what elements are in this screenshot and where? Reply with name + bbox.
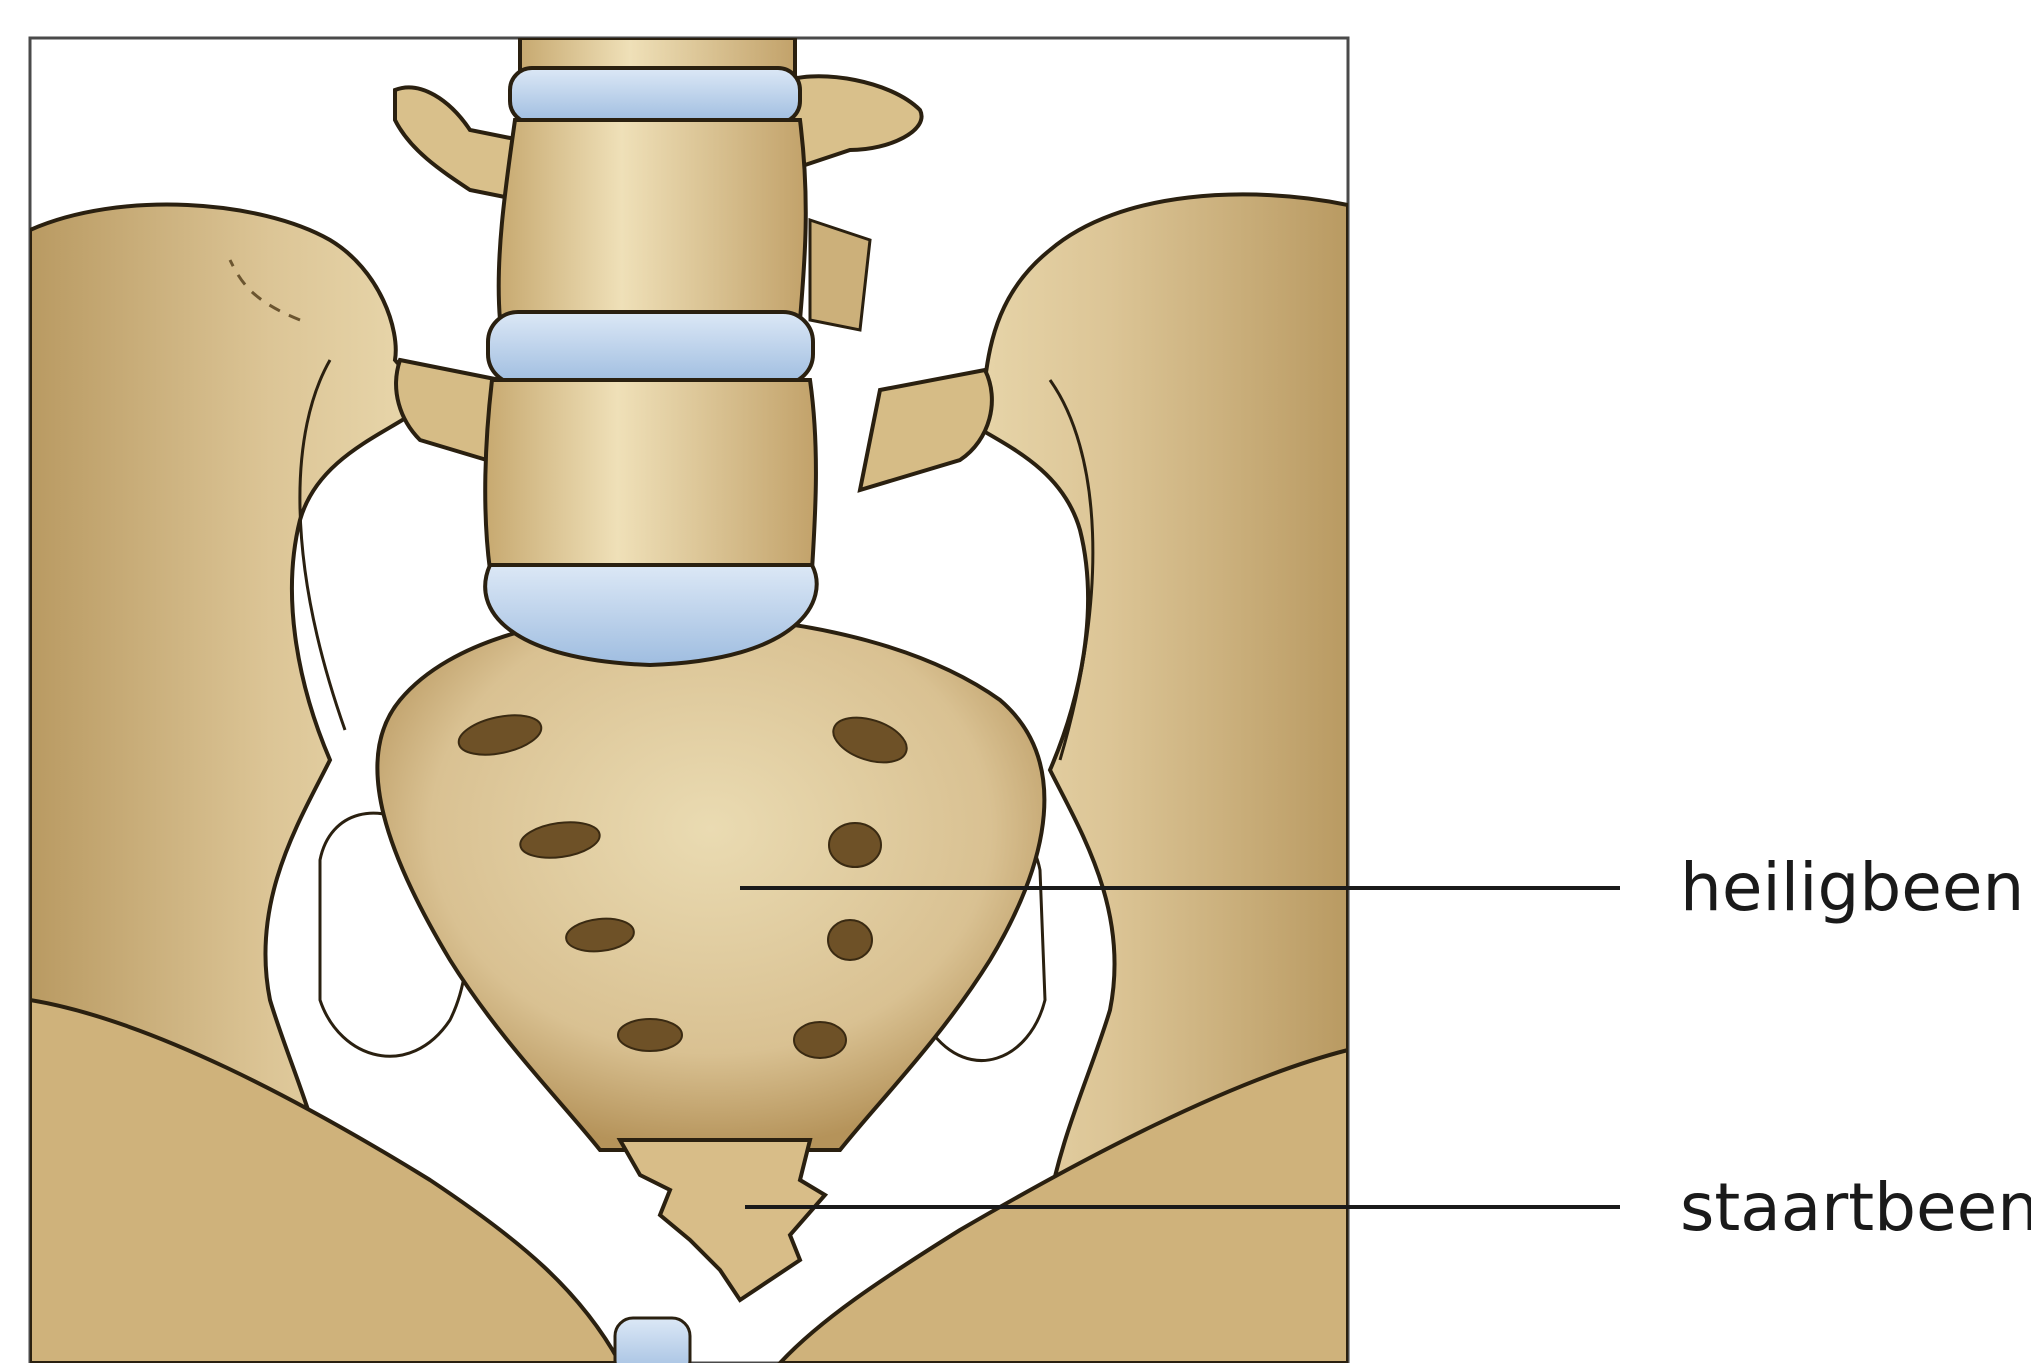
lumbar-spine xyxy=(485,38,816,665)
vertebra-1 xyxy=(499,120,806,320)
pelvis-illustration xyxy=(30,38,1348,1363)
disc-1 xyxy=(510,68,800,123)
vertebra-2 xyxy=(485,380,816,570)
disc-2 xyxy=(488,312,813,384)
coccyx-label: staartbeen xyxy=(1680,1169,2031,1246)
sacrum-label: heiligbeen xyxy=(1680,849,2024,926)
pubic-symphysis xyxy=(615,1318,690,1363)
